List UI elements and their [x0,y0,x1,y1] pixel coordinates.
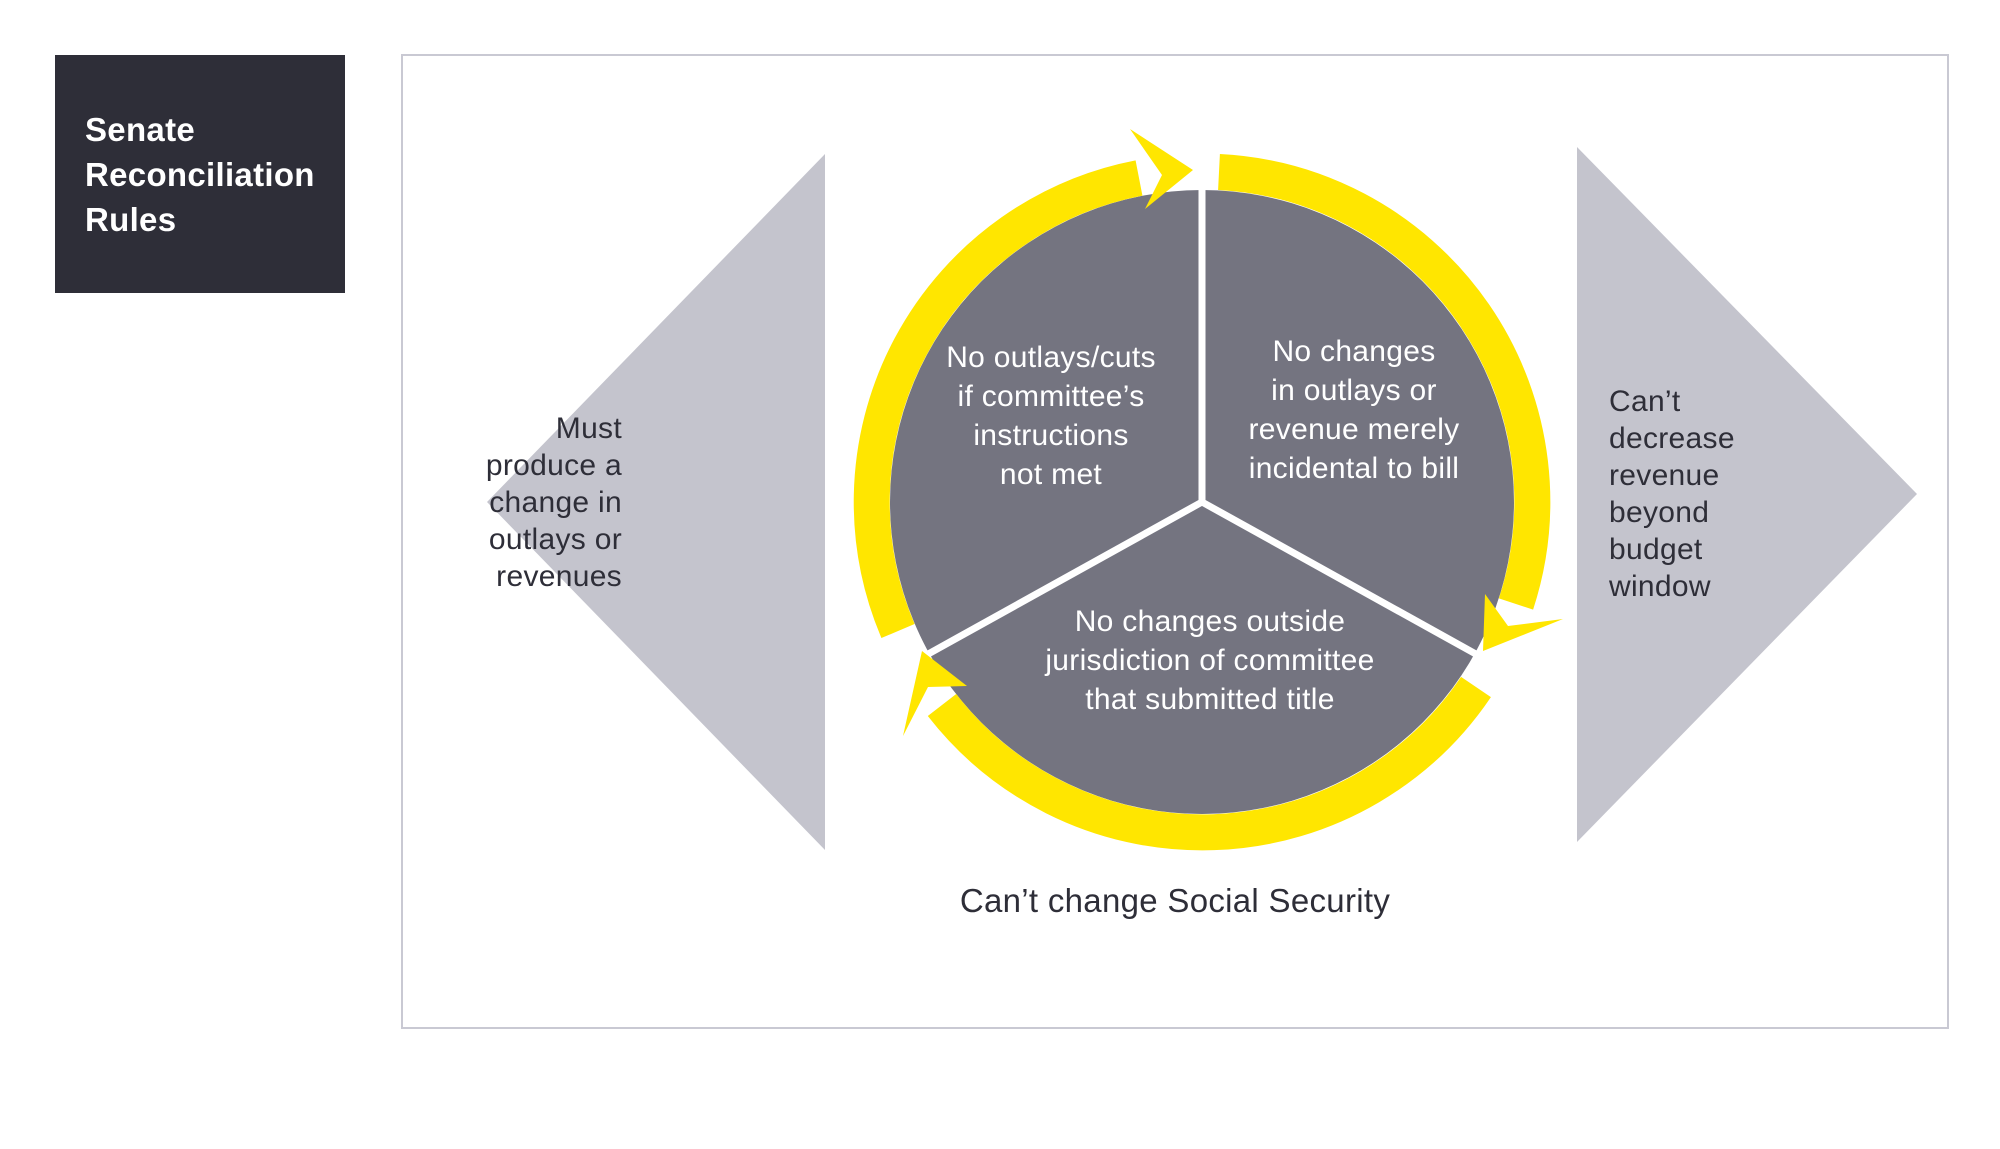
caption: Can’t change Social Security [959,882,1391,919]
cycle-arrowhead-bottom-left [903,651,967,736]
cycle-diagram-graphic [487,129,1917,851]
right-triangle-shape [1577,147,1917,842]
title-line: Rules [85,200,177,238]
text-line: produce a [485,449,622,482]
text-line: instructions [973,419,1129,452]
text-line: in outlays or [1271,374,1437,407]
text-line: No changes outside [1074,605,1346,638]
text-line: that submitted title [1085,683,1335,716]
text-line: No changes [1272,335,1436,368]
title-line: Senate [85,110,196,148]
title-line: Reconciliation [85,155,315,193]
cycle-arrow-arc-right [1218,154,1551,610]
text-line: revenue merely [1248,413,1460,446]
cycle-arrowhead-top [1130,129,1193,209]
segment-label-top-left: No outlays/cuts if committee’s instructi… [923,338,1179,494]
diagram-panel: Must produce a change in outlays or reve… [401,54,1949,1029]
text-line: if committee’s [957,380,1145,413]
right-triangle-label: Can’t decrease revenue beyond budget win… [1609,383,1909,605]
text-line: not met [999,458,1103,491]
title-card: Senate Reconciliation Rules [55,55,345,293]
text-line: outlays or [488,523,622,556]
text-line: revenue [1609,459,1720,492]
text-line: incidental to bill [1248,452,1460,485]
segment-divider-right [1200,498,1512,677]
text-line: jurisdiction of committee [1045,644,1375,677]
left-triangle-label: Must produce a change in outlays or reve… [342,410,622,595]
cycle-arrow-arc-left [853,160,1143,639]
text-line: Can’t [1609,385,1681,418]
text-line: beyond [1609,496,1710,529]
text-line: budget [1609,533,1703,566]
text-line: No outlays/cuts [946,341,1156,374]
segment-label-top-right: No changes in outlays or revenue merely … [1204,332,1504,488]
cycle-arrowhead-right [1483,594,1563,651]
text-line: window [1609,570,1711,603]
segment-label-bottom: No changes outside jurisdiction of commi… [970,602,1450,719]
left-triangle-shape [487,154,825,850]
cycle-arrow-arc-bottom [927,676,1491,851]
text-line: change in [489,486,622,519]
text-line: revenues [496,560,622,593]
text-line: Must [555,412,622,445]
segment-divider-left [892,498,1204,677]
text-line: decrease [1609,422,1735,455]
